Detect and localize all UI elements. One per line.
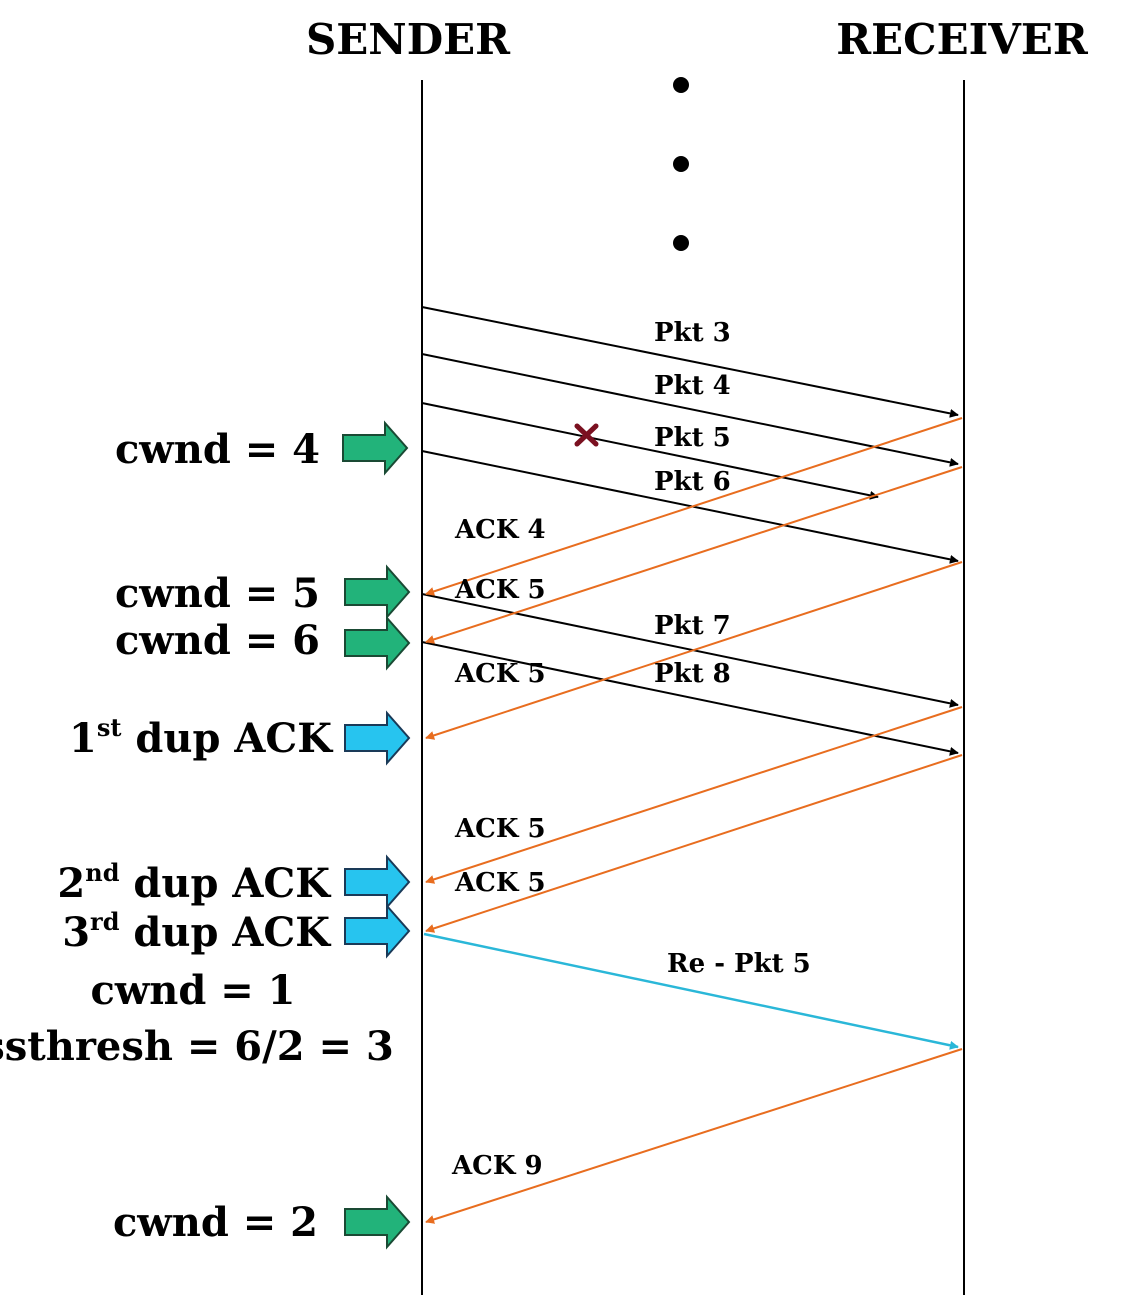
dup-ack-3-label: 3rd dup ACK bbox=[62, 907, 331, 956]
ack9-arrow bbox=[425, 1048, 963, 1224]
ack4-label: ACK 4 bbox=[454, 515, 546, 545]
pkt3-label: Pkt 3 bbox=[654, 318, 731, 348]
dup-ack-2-text: dup ACK bbox=[119, 860, 331, 907]
block-arrow-right-icon bbox=[344, 710, 411, 766]
block-arrow-right-icon bbox=[344, 564, 411, 620]
dup-ack-1-text: dup ACK bbox=[121, 715, 333, 762]
cwnd-1-label: cwnd = 1 bbox=[90, 967, 295, 1014]
pkt8-label: Pkt 8 bbox=[654, 659, 731, 689]
cwnd-5-label: cwnd = 5 bbox=[115, 570, 320, 617]
ack5-a-arrow bbox=[425, 466, 963, 644]
dup-ack-1-label: 1st dup ACK bbox=[69, 713, 333, 762]
block-arrow-right-icon bbox=[344, 903, 411, 959]
pkt7-arrow bbox=[421, 593, 959, 708]
ack5-c-label: ACK 5 bbox=[454, 814, 546, 844]
dup-ack-3-number: 3 bbox=[62, 909, 90, 956]
cross-mark-icon bbox=[574, 423, 599, 447]
ack4-arrow bbox=[425, 417, 963, 596]
dup-ack-2-suffix: nd bbox=[85, 858, 119, 887]
ssthresh-label: ssthresh = 6/2 = 3 bbox=[0, 1023, 394, 1070]
retransmit-arrow bbox=[423, 932, 959, 1050]
dup-ack-2-label: 2nd dup ACK bbox=[57, 858, 331, 907]
pkt3-arrow bbox=[421, 306, 959, 418]
dup-ack-2-number: 2 bbox=[57, 860, 85, 907]
dup-ack-3-suffix: rd bbox=[90, 907, 120, 936]
cwnd-6-label: cwnd = 6 bbox=[115, 617, 320, 664]
pkt7-label: Pkt 7 bbox=[654, 611, 731, 641]
ack9-label: ACK 9 bbox=[451, 1151, 543, 1181]
receiver-title: RECEIVER bbox=[836, 15, 1089, 64]
cwnd-4-label: cwnd = 4 bbox=[115, 426, 320, 473]
pkt6-arrow bbox=[421, 450, 959, 564]
block-arrow-right-icon bbox=[344, 1194, 411, 1250]
pkt4-arrow bbox=[421, 353, 959, 467]
dup-ack-1-suffix: st bbox=[97, 713, 122, 742]
retransmit-label: Re - Pkt 5 bbox=[667, 949, 811, 979]
pkt5-label: Pkt 5 bbox=[654, 423, 731, 453]
dup-ack-3-text: dup ACK bbox=[119, 909, 331, 956]
pkt6-label: Pkt 6 bbox=[654, 467, 731, 497]
block-arrow-right-icon bbox=[342, 420, 409, 476]
ack5-c-arrow bbox=[425, 706, 963, 884]
sender-title: SENDER bbox=[306, 15, 511, 64]
pkt8-arrow bbox=[421, 641, 959, 756]
pkt5-arrow bbox=[421, 402, 879, 500]
ellipsis-dots-icon bbox=[673, 77, 689, 251]
pkt4-label: Pkt 4 bbox=[654, 371, 731, 401]
dup-ack-1-number: 1 bbox=[69, 715, 97, 762]
ack5-b-label: ACK 5 bbox=[454, 659, 546, 689]
cwnd-2-label: cwnd = 2 bbox=[113, 1199, 318, 1246]
ack5-d-arrow bbox=[425, 754, 963, 933]
ack5-d-label: ACK 5 bbox=[454, 868, 546, 898]
block-arrow-right-icon bbox=[344, 854, 411, 910]
ack5-b-arrow bbox=[425, 561, 963, 740]
ack5-a-label: ACK 5 bbox=[454, 575, 546, 605]
block-arrow-right-icon bbox=[344, 615, 411, 671]
